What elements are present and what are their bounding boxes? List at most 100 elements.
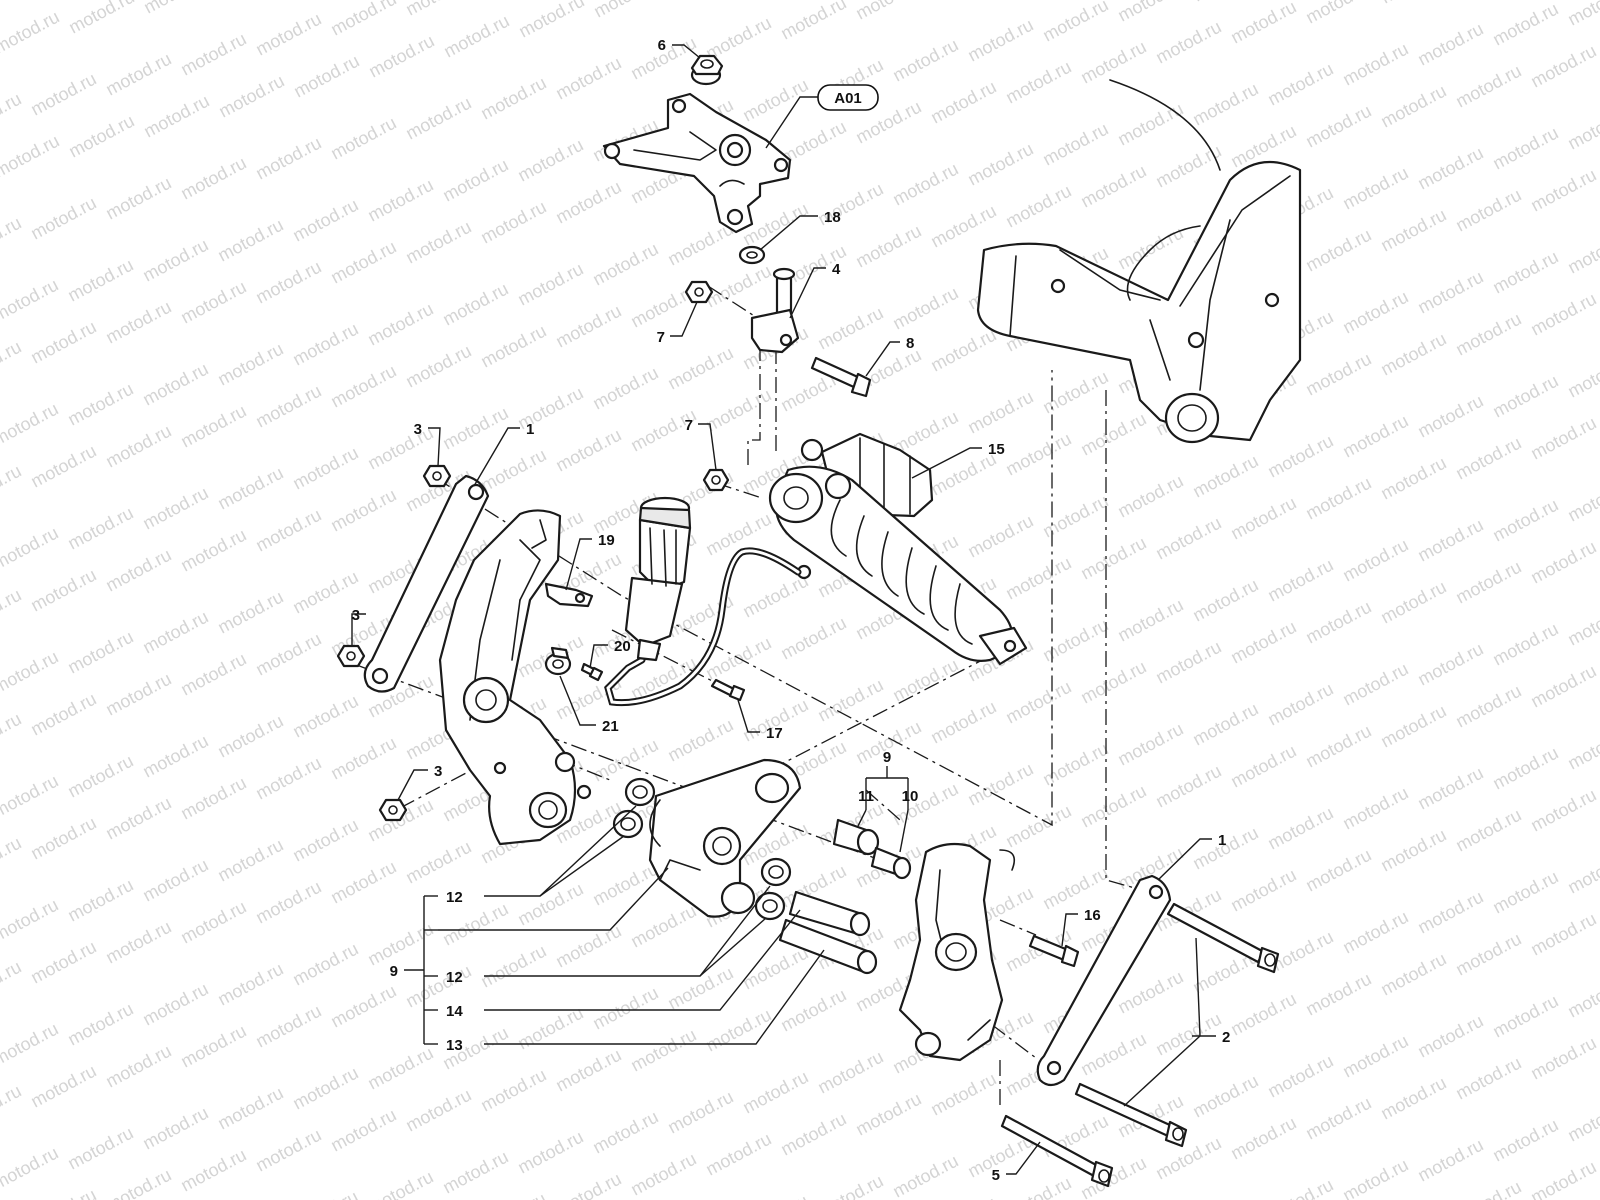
bolt-2-lower <box>1074 1082 1188 1148</box>
watermark-text: motod.ru <box>214 959 286 1010</box>
watermark-text: motod.ru <box>1564 1095 1600 1146</box>
callout-19: 19 <box>598 532 615 549</box>
watermark-text: motod.ru <box>439 403 511 454</box>
watermark-text: motod.ru <box>1114 0 1186 26</box>
callout-21: 21 <box>602 718 619 735</box>
watermark-text: motod.ru <box>664 715 736 766</box>
watermark-text: motod.ru <box>1002 553 1074 604</box>
watermark-text: motod.ru <box>1414 19 1486 70</box>
watermark-text: motod.ru <box>364 919 436 970</box>
watermark-text: motod.ru <box>102 421 174 472</box>
watermark-text: motod.ru <box>1264 803 1336 854</box>
watermark-text: motod.ru <box>515 0 587 42</box>
watermark-text: motod.ru <box>139 359 211 410</box>
watermark-text: motod.ru <box>702 385 774 436</box>
watermark-text: motod.ru <box>1339 535 1411 586</box>
watermark-text: motod.ru <box>1377 949 1449 1000</box>
callout-8: 8 <box>906 335 914 352</box>
watermark-text: motod.ru <box>290 51 362 102</box>
watermark-text: motod.ru <box>1264 431 1336 482</box>
watermark-text: motod.ru <box>1564 723 1600 774</box>
watermark-text: motod.ru <box>1302 597 1374 648</box>
watermark-text: motod.ru <box>1227 0 1299 48</box>
watermark-text: motod.ru <box>27 813 99 864</box>
watermark-text: motod.ru <box>1564 103 1600 154</box>
callout-17: 17 <box>766 725 783 742</box>
watermark-text: motod.ru <box>1489 371 1561 422</box>
watermark-text: motod.ru <box>177 29 249 80</box>
watermark-text: motod.ru <box>402 1085 474 1136</box>
watermark-text: motod.ru <box>402 961 474 1012</box>
watermark-text: motod.ru <box>140 0 212 18</box>
watermark-text: motod.ru <box>1377 205 1449 256</box>
watermark-text: motod.ru <box>1527 537 1599 588</box>
callout-1-left: 1 <box>526 421 534 438</box>
watermark-text: motod.ru <box>1077 409 1149 460</box>
watermark-text: motod.ru <box>1264 555 1336 606</box>
watermark-text: motod.ru <box>0 337 25 388</box>
watermark-text: motod.ru <box>0 833 25 884</box>
watermark-text: motod.ru <box>1489 495 1561 546</box>
watermark-text: motod.ru <box>27 1185 99 1200</box>
callout-11: 11 <box>858 788 874 805</box>
watermark-text: motod.ru <box>552 53 624 104</box>
watermark-text: motod.ru <box>1114 471 1186 522</box>
watermark-text: motod.ru <box>665 0 737 2</box>
watermark-text: motod.ru <box>27 69 99 120</box>
watermark-text: motod.ru <box>102 793 174 844</box>
watermark-text: motod.ru <box>1077 37 1149 88</box>
bearing-12-d <box>754 891 786 921</box>
callout-12-lower: 12 <box>446 969 463 986</box>
watermark-text: motod.ru <box>889 159 961 210</box>
watermark-text: motod.ru <box>964 139 1036 190</box>
watermark-text: motod.ru <box>440 11 512 62</box>
watermark-text: motod.ru <box>102 173 174 224</box>
watermark-text: motod.ru <box>1302 225 1374 276</box>
watermark-text: motod.ru <box>1527 785 1599 836</box>
watermark-text: motod.ru <box>1302 0 1374 28</box>
watermark-text: motod.ru <box>139 235 211 286</box>
watermark-text: motod.ru <box>214 339 286 390</box>
watermark-text: motod.ru <box>64 1123 136 1174</box>
watermark-text: motod.ru <box>1002 1173 1074 1200</box>
watermark-text: motod.ru <box>139 1103 211 1154</box>
callout-3-middle: 3 <box>352 607 360 624</box>
watermark-text: motod.ru <box>289 939 361 990</box>
watermark-text: motod.ru <box>1339 1155 1411 1200</box>
watermark-text: motod.ru <box>1377 577 1449 628</box>
watermark-text: motod.ru <box>1527 165 1599 216</box>
watermark-text: motod.ru <box>1302 1093 1374 1144</box>
callout-9-group: 9 <box>390 963 398 980</box>
watermark-text: motod.ru <box>1189 699 1261 750</box>
watermark-text: motod.ru <box>1489 247 1561 298</box>
watermark-text: motod.ru <box>739 1191 811 1200</box>
watermark-text: motod.ru <box>1152 1009 1224 1060</box>
watermark-text: motod.ru <box>0 523 62 574</box>
watermark-text: motod.ru <box>365 31 437 82</box>
watermark-text: motod.ru <box>364 299 436 350</box>
shock-top-clevis <box>750 267 800 354</box>
watermark-text: motod.ru <box>64 255 136 306</box>
watermark-text: motod.ru <box>927 697 999 748</box>
watermark-text: motod.ru <box>1377 329 1449 380</box>
watermark-text: motod.ru <box>177 897 249 948</box>
spacer-11 <box>832 818 880 856</box>
bearing-12-a <box>624 777 656 807</box>
watermark-text: motod.ru <box>1339 39 1411 90</box>
watermark-text: motod.ru <box>477 321 549 372</box>
callout-3-bottom: 3 <box>434 763 442 780</box>
watermark-text: motod.ru <box>252 505 324 556</box>
bolt-17 <box>710 678 746 702</box>
watermark-text: motod.ru <box>927 1193 999 1200</box>
watermark-text: motod.ru <box>0 1143 62 1194</box>
watermark-text: motod.ru <box>1377 81 1449 132</box>
watermark-text: motod.ru <box>1452 929 1524 980</box>
callout-15: 15 <box>988 441 1005 458</box>
watermark-text: motod.ru <box>252 877 324 928</box>
watermark-text: motod.ru <box>477 197 549 248</box>
watermark-text: motod.ru <box>590 0 662 22</box>
watermark-text: motod.ru <box>739 943 811 994</box>
bolt-clevis <box>810 356 872 398</box>
watermark-text: motod.ru <box>27 193 99 244</box>
